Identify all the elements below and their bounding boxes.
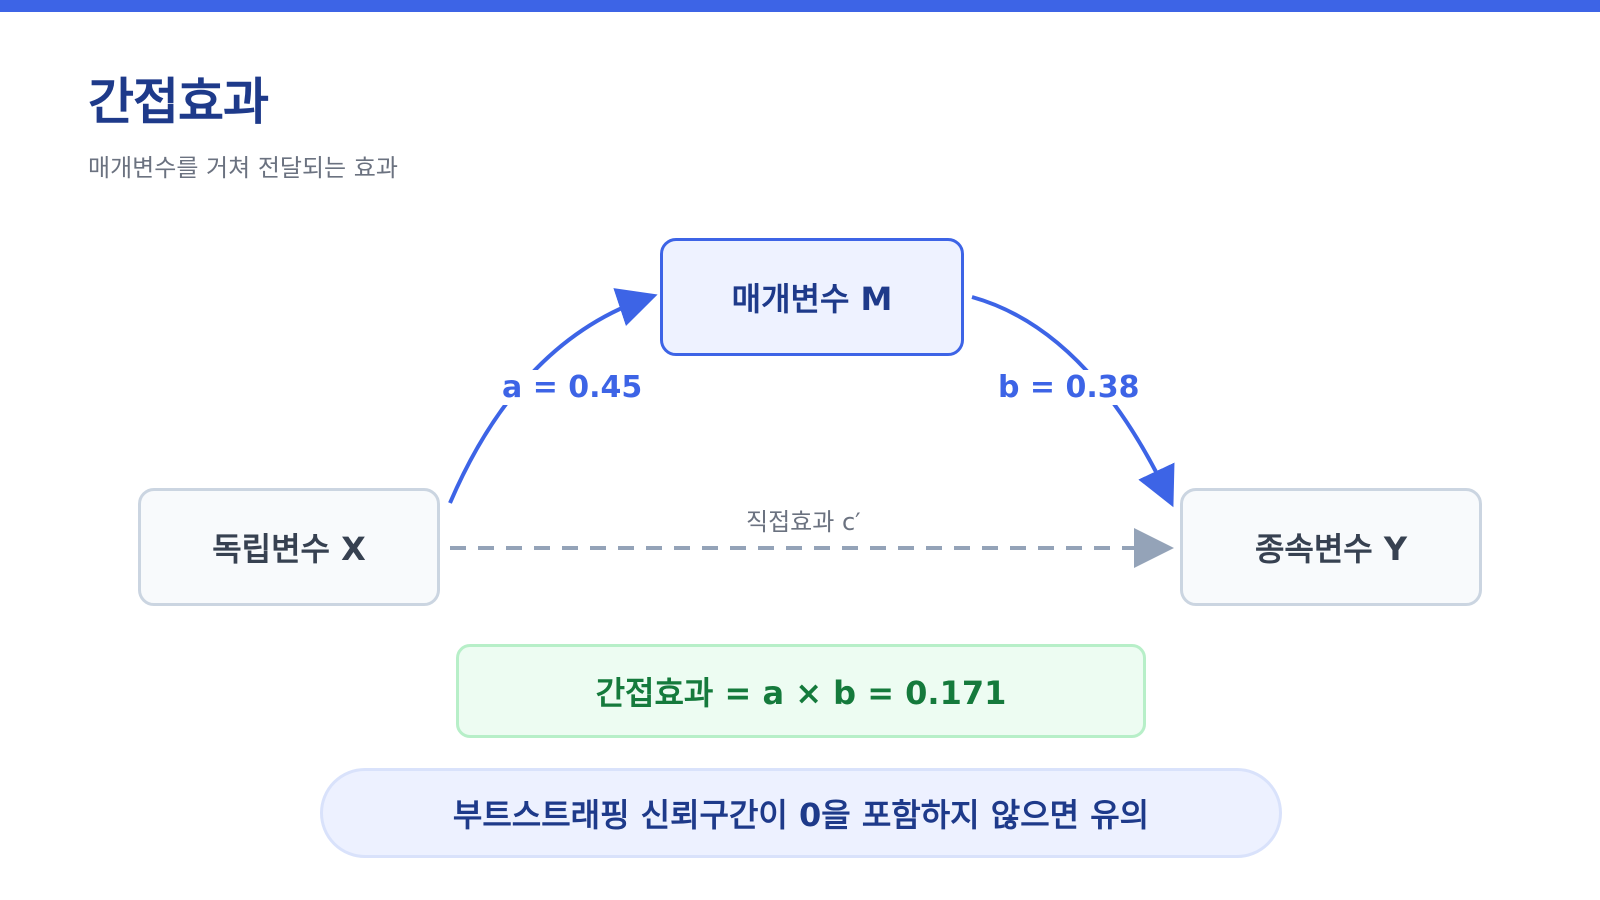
top-accent-bar — [0, 0, 1600, 12]
indirect-effect-formula: 간접효과 = a × b = 0.171 — [595, 674, 1007, 712]
path-b-arrow — [971, 295, 1175, 508]
path-a-coefficient: a = 0.45 — [500, 370, 645, 405]
independent-variable-label: 독립변수 X — [212, 530, 366, 568]
path-b-coefficient: b = 0.38 — [996, 370, 1142, 405]
dependent-variable-label: 종속변수 Y — [1254, 530, 1408, 568]
significance-note: 부트스트래핑 신뢰구간이 0을 포함하지 않으면 유의 — [452, 796, 1150, 834]
page-subtitle: 매개변수를 거쳐 전달되는 효과 — [88, 154, 398, 182]
indirect-effect-formula-box: 간접효과 = a × b = 0.171 — [456, 644, 1146, 738]
mediator-variable-node: 매개변수 M — [660, 238, 964, 356]
page-title: 간접효과 — [88, 73, 269, 131]
independent-variable-node: 독립변수 X — [138, 488, 440, 606]
mediator-variable-label: 매개변수 M — [731, 280, 893, 318]
dependent-variable-node: 종속변수 Y — [1180, 488, 1482, 606]
significance-note-box: 부트스트래핑 신뢰구간이 0을 포함하지 않으면 유의 — [320, 768, 1282, 858]
direct-effect-label: 직접효과 c′ — [742, 502, 865, 537]
